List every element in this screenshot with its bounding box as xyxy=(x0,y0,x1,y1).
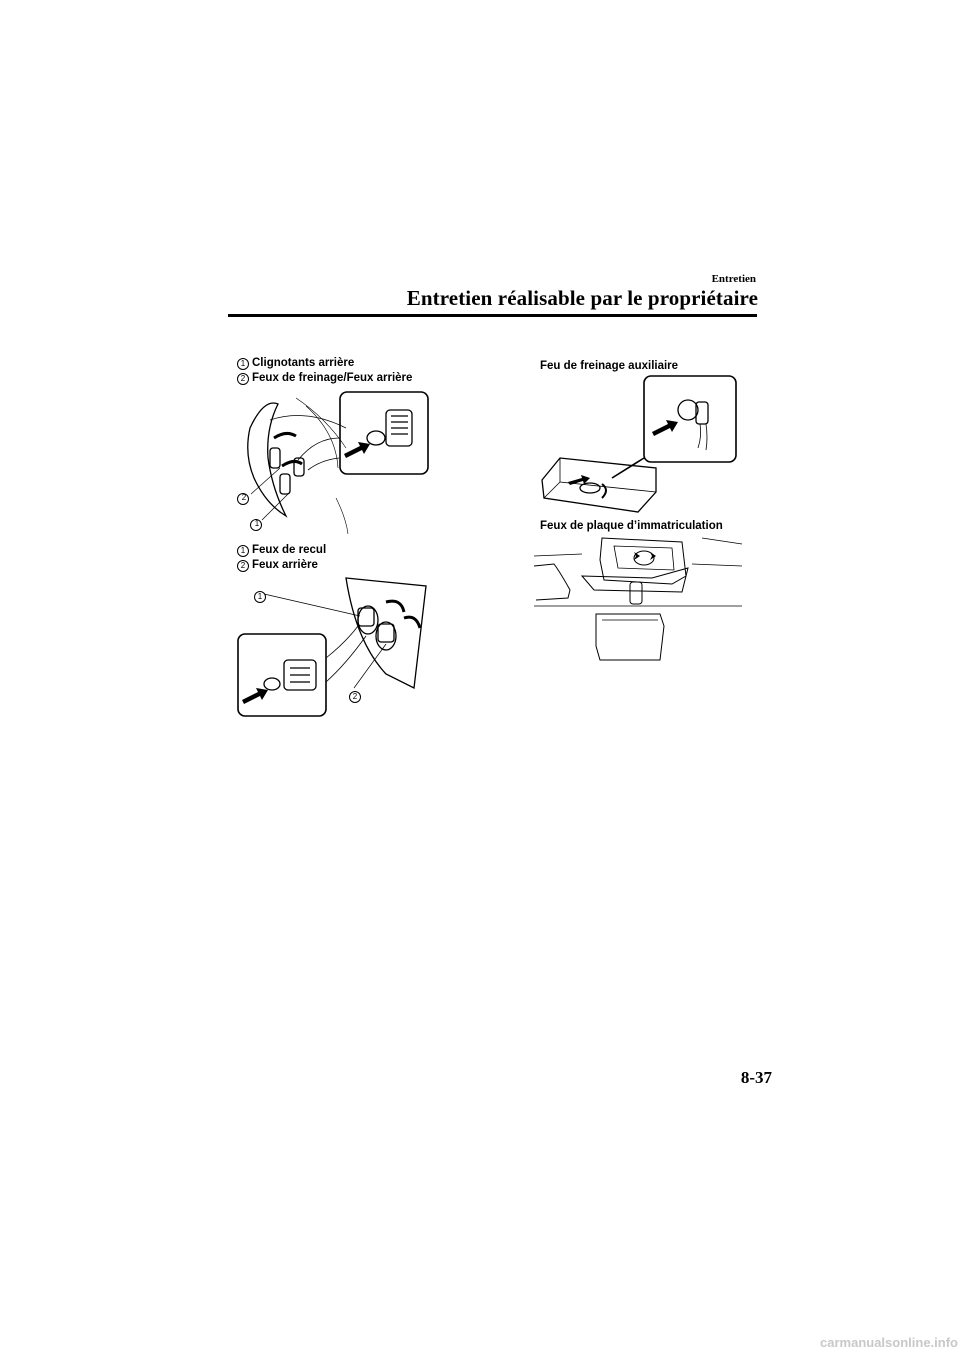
callout-label: Clignotants arrière xyxy=(252,357,355,369)
section-label: Entretien xyxy=(711,273,756,285)
page-title: Entretien réalisable par le propriétaire xyxy=(406,286,758,310)
marker-1: 1 xyxy=(254,519,260,528)
header-rule xyxy=(228,314,757,317)
page-number: 8-37 xyxy=(740,1068,772,1087)
callout-label: Feux arrière xyxy=(252,559,318,571)
callout-label: Feux de freinage/Feux arrière xyxy=(252,372,413,384)
rear-turn-brake-illustration xyxy=(237,391,429,535)
watermark: carmanualsonline.info xyxy=(820,1335,958,1350)
aux-brake-illustration xyxy=(541,375,737,513)
callout-number: 2 xyxy=(237,373,249,385)
plate-lamp-caption: Feux de plaque d’immatriculation xyxy=(540,520,723,532)
marker-2: 2 xyxy=(241,493,247,502)
marker-2: 2 xyxy=(352,692,358,701)
callout-number: 1 xyxy=(237,545,249,557)
aux-brake-caption: Feu de freinage auxiliaire xyxy=(540,360,679,372)
marker-1: 1 xyxy=(257,592,263,601)
callout-label: Feux de recul xyxy=(252,544,327,556)
callout-number: 2 xyxy=(237,560,249,572)
plate-lamp-illustration xyxy=(533,537,743,661)
callout-number: 1 xyxy=(237,358,249,370)
reverse-tail-illustration xyxy=(237,577,427,717)
